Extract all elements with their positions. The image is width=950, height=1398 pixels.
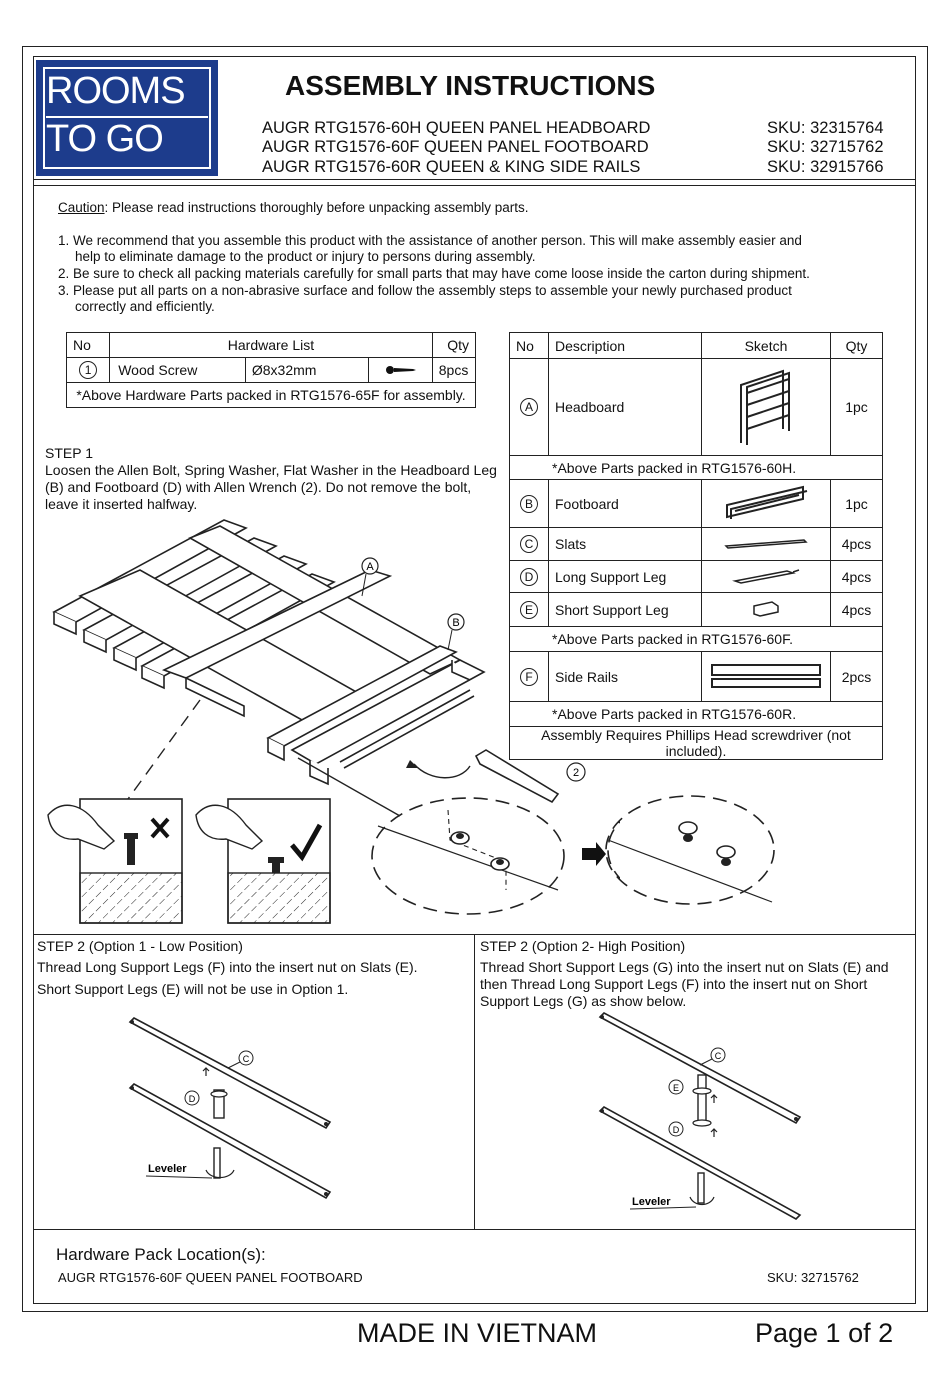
step2-low-diagram: C D Leveler — [128, 1017, 332, 1200]
part-a-desc: Headboard — [548, 358, 702, 456]
hardware-table: No Hardware List Qty 1 Wood Screw Ø8x32m… — [65, 332, 477, 408]
note-3: 3. Please put all parts on a non-abrasiv… — [58, 283, 792, 298]
step2-high-diagram: C E D Leveler — [598, 1012, 802, 1220]
step2-high-line2: then Thread Long Support Legs (F) into t… — [480, 976, 868, 992]
hw-note: *Above Hardware Parts packed in RTG1576-… — [66, 382, 476, 408]
parts-note-60h: *Above Parts packed in RTG1576-60H. — [509, 455, 883, 480]
slat-sketch — [700, 527, 832, 561]
step2-high-title: STEP 2 (Option 2- High Position) — [480, 938, 686, 954]
low-label-d: D — [189, 1094, 196, 1104]
note-1: 1. We recommend that you assemble this p… — [58, 233, 802, 248]
parts-header-qty: Qty — [830, 332, 883, 359]
part-e-qty: 4pcs — [830, 592, 883, 627]
headboard-sketch — [700, 358, 832, 456]
product-sku-2: SKU: 32715762 — [767, 138, 884, 156]
step1-line3: leave it inserted halfway. — [45, 496, 198, 512]
parts-table: No Description Sketch Qty A Headboard 1p… — [509, 332, 883, 760]
step2-low-line1: Thread Long Support Legs (F) into the in… — [37, 959, 418, 975]
step2-high-line1: Thread Short Support Legs (G) into the i… — [480, 959, 889, 975]
callout-a: A — [366, 561, 374, 573]
part-c-qty: 4pcs — [830, 527, 883, 561]
hardware-pack-item: AUGR RTG1576-60F QUEEN PANEL FOOTBOARD — [58, 1270, 363, 1285]
logo-line1: ROOMS — [46, 70, 186, 112]
part-f-desc: Side Rails — [548, 651, 702, 702]
step1-diagram: A B 2 — [52, 519, 620, 915]
hw-row-size: Ø8x32mm — [244, 357, 370, 383]
step2-bottom-divider — [33, 1229, 916, 1230]
page-number: Page 1 of 2 — [755, 1318, 894, 1348]
part-d-desc: Long Support Leg — [548, 560, 702, 593]
product-sku-1: SKU: 32315764 — [767, 119, 884, 137]
long-leg-sketch — [700, 560, 832, 593]
step2-low-title: STEP 2 (Option 1 - Low Position) — [37, 938, 243, 954]
high-label-leveler: Leveler — [632, 1196, 671, 1208]
part-b-desc: Footboard — [548, 479, 702, 528]
parts-header-sketch: Sketch — [700, 332, 832, 359]
part-e-no: E — [520, 600, 538, 619]
part-b-no: B — [520, 494, 538, 513]
screw-icon — [368, 357, 433, 383]
low-label-leveler: Leveler — [148, 1163, 187, 1175]
high-label-c: C — [715, 1051, 722, 1061]
footboard-sketch — [700, 479, 832, 528]
note-3b: correctly and efficiently. — [75, 299, 215, 314]
part-d-no: D — [520, 567, 538, 586]
step2-column-divider — [474, 934, 475, 1230]
header-divider-2 — [33, 185, 916, 186]
part-a-no: A — [520, 398, 538, 416]
note-1b: help to eliminate damage to the product … — [75, 249, 536, 264]
page-title: ASSEMBLY INSTRUCTIONS — [285, 70, 656, 101]
part-d-qty: 4pcs — [830, 560, 883, 593]
step2-high-line3: Support Legs (G) as show below. — [480, 993, 687, 1009]
parts-header-no: No — [509, 332, 549, 359]
step2-low-line2: Short Support Legs (E) will not be use i… — [37, 981, 349, 997]
bolt-position-examples — [47, 798, 331, 924]
parts-header-desc: Description — [548, 332, 702, 359]
step1-line2: (B) and Footboard (D) with Allen Wrench … — [45, 479, 472, 495]
hardware-pack-sku: SKU: 32715762 — [767, 1270, 859, 1285]
hw-header-qty: Qty — [431, 332, 477, 358]
part-f-no: F — [520, 667, 538, 686]
product-name-3: AUGR RTG1576-60R QUEEN & KING SIDE RAILS — [262, 158, 641, 176]
tightened-detail — [605, 795, 775, 905]
hw-row-name: Wood Screw — [109, 357, 246, 383]
hw-row-no: 1 — [79, 361, 98, 379]
hw-row-qty: 8pcs — [431, 357, 477, 383]
part-f-qty: 2pcs — [830, 651, 883, 702]
header-divider — [33, 179, 916, 180]
callout-b: B — [452, 617, 459, 629]
product-name-1: AUGR RTG1576-60H QUEEN PANEL HEADBOARD — [262, 119, 651, 137]
caution-text: Caution: Please read instructions thorou… — [58, 200, 529, 215]
hw-header-no: No — [65, 332, 111, 358]
step1-line1: Loosen the Allen Bolt, Spring Washer, Fl… — [45, 462, 497, 478]
hardware-pack-title: Hardware Pack Location(s): — [56, 1245, 266, 1264]
part-a-qty: 1pc — [830, 358, 883, 456]
made-in-label: MADE IN VIETNAM — [357, 1318, 598, 1348]
callout-two: 2 — [573, 767, 579, 779]
parts-note-60r: *Above Parts packed in RTG1576-60R. — [509, 701, 883, 727]
low-label-c: C — [243, 1054, 250, 1064]
product-sku-3: SKU: 32915766 — [767, 158, 884, 176]
note-2: 2. Be sure to check all packing material… — [58, 266, 810, 281]
outer-border — [22, 46, 928, 1312]
caution-body: : Please read instructions thoroughly be… — [104, 200, 529, 215]
part-b-qty: 1pc — [830, 479, 883, 528]
caution-label: Caution — [58, 200, 105, 215]
high-label-e: E — [673, 1083, 679, 1093]
hw-header-list: Hardware List — [109, 332, 433, 358]
logo-line2: TO GO — [46, 118, 164, 160]
screwdriver-note: Assembly Requires Phillips Head screwdri… — [509, 726, 883, 760]
short-leg-sketch — [700, 592, 832, 627]
part-c-no: C — [520, 535, 538, 553]
side-rails-sketch — [700, 651, 832, 702]
step1-title: STEP 1 — [45, 445, 93, 461]
brand-logo: ROOMS TO GO — [36, 60, 218, 176]
high-label-d: D — [673, 1125, 680, 1135]
part-c-desc: Slats — [548, 527, 702, 561]
product-name-2: AUGR RTG1576-60F QUEEN PANEL FOOTBOARD — [262, 138, 649, 156]
inner-border — [33, 56, 916, 1304]
